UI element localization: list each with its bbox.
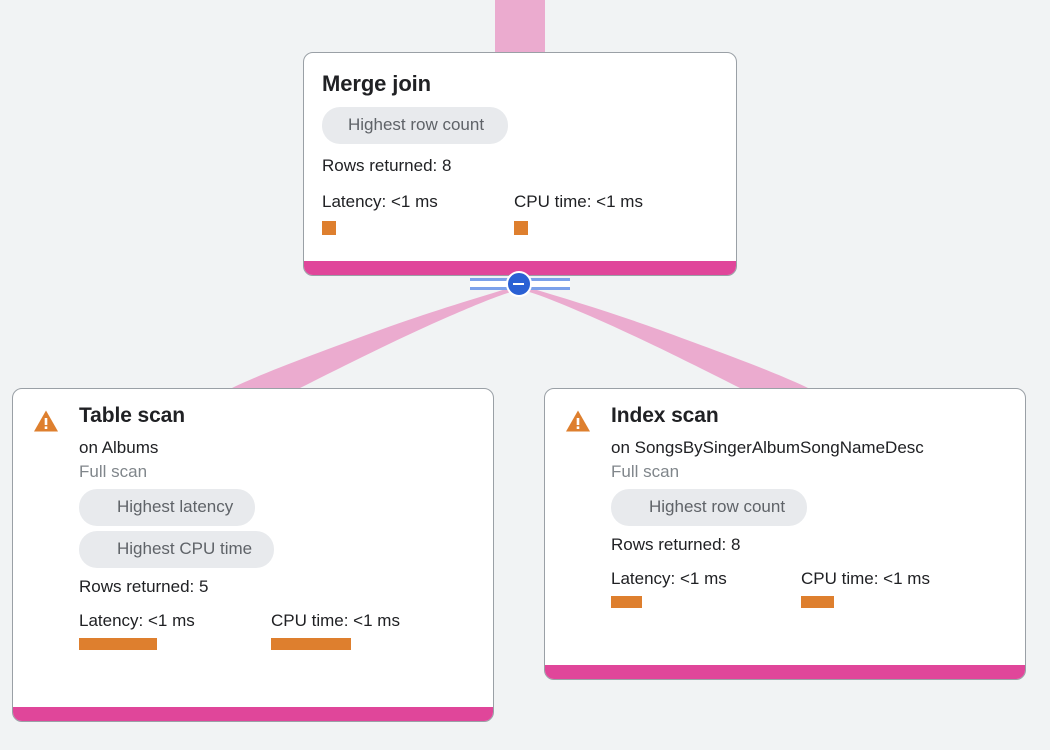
metric-latency-bar	[79, 638, 157, 650]
node-title: Merge join	[322, 71, 432, 96]
flow-root-to-table-scan	[232, 286, 518, 388]
chip-highest-latency: Highest latency	[79, 489, 256, 526]
metric-latency: Latency: <1 ms	[79, 610, 271, 650]
chip-highest-cpu-time: Highest CPU time	[79, 531, 275, 568]
node-body: Table scan on Albums Full scan Highest l…	[13, 389, 493, 721]
metric-cpu-time: CPU time: <1 ms	[801, 568, 930, 608]
node-header: Table scan	[79, 403, 475, 429]
metric-cpu-time-bar	[801, 596, 834, 608]
metric-latency: Latency: <1 ms	[611, 568, 801, 608]
metric-cpu-time-bar	[514, 221, 528, 235]
node-accent-bar	[304, 261, 736, 275]
node-body: Index scan on SongsBySingerAlbumSongName…	[545, 389, 1025, 679]
node-scan-type: Full scan	[79, 462, 148, 481]
node-rows-returned: Rows returned: 5	[79, 577, 209, 596]
node-metrics: Latency: <1 ms CPU time: <1 ms	[79, 610, 475, 650]
metric-latency: Latency: <1 ms	[322, 191, 514, 235]
node-accent-bar	[13, 707, 493, 721]
metric-cpu-time-label: CPU time: <1 ms	[801, 569, 930, 588]
node-header: Index scan	[611, 403, 1007, 429]
node-metrics: Latency: <1 ms CPU time: <1 ms	[322, 191, 718, 235]
node-accent-bar	[545, 665, 1025, 679]
node-title: Table scan	[79, 404, 185, 427]
metric-latency-label: Latency: <1 ms	[611, 569, 727, 588]
warning-triangle-icon	[566, 410, 590, 432]
node-title: Index scan	[611, 404, 719, 427]
metric-cpu-time-label: CPU time: <1 ms	[514, 192, 643, 211]
node-subtitle: on SongsBySingerAlbumSongNameDesc	[611, 438, 924, 457]
plan-node-index-scan[interactable]: Index scan on SongsBySingerAlbumSongName…	[544, 388, 1026, 680]
node-chips: Highest row count	[322, 107, 718, 144]
collapse-subtree-toggle[interactable]	[470, 271, 570, 297]
metric-latency-label: Latency: <1 ms	[79, 611, 195, 630]
metric-cpu-time-label: CPU time: <1 ms	[271, 611, 400, 630]
node-scan-type: Full scan	[611, 462, 680, 481]
node-rows-returned: Rows returned: 8	[611, 535, 741, 554]
flow-inbound-root	[495, 0, 545, 52]
metric-cpu-time-bar	[271, 638, 351, 650]
metric-latency-bar	[322, 221, 336, 235]
node-chips: Highest latency Highest CPU time	[79, 489, 475, 568]
node-body: Merge join Highest row count Rows return…	[304, 53, 736, 275]
minus-circle-icon[interactable]	[506, 271, 532, 297]
chip-highest-row-count: Highest row count	[322, 107, 509, 144]
metric-latency-label: Latency: <1 ms	[322, 192, 438, 211]
node-chips: Highest row count	[611, 489, 1007, 526]
metric-latency-bar	[611, 596, 642, 608]
chip-highest-row-count: Highest row count	[611, 489, 808, 526]
node-header: Merge join	[322, 71, 718, 97]
metric-cpu-time: CPU time: <1 ms	[271, 610, 400, 650]
node-subtitle: on Albums	[79, 438, 159, 457]
metric-cpu-time: CPU time: <1 ms	[514, 191, 643, 235]
node-rows-returned: Rows returned: 8	[322, 156, 452, 175]
plan-node-merge-join[interactable]: Merge join Highest row count Rows return…	[303, 52, 737, 276]
flow-root-to-index-scan	[522, 286, 808, 388]
plan-node-table-scan[interactable]: Table scan on Albums Full scan Highest l…	[12, 388, 494, 722]
warning-triangle-icon	[34, 410, 58, 432]
node-metrics: Latency: <1 ms CPU time: <1 ms	[611, 568, 1007, 608]
